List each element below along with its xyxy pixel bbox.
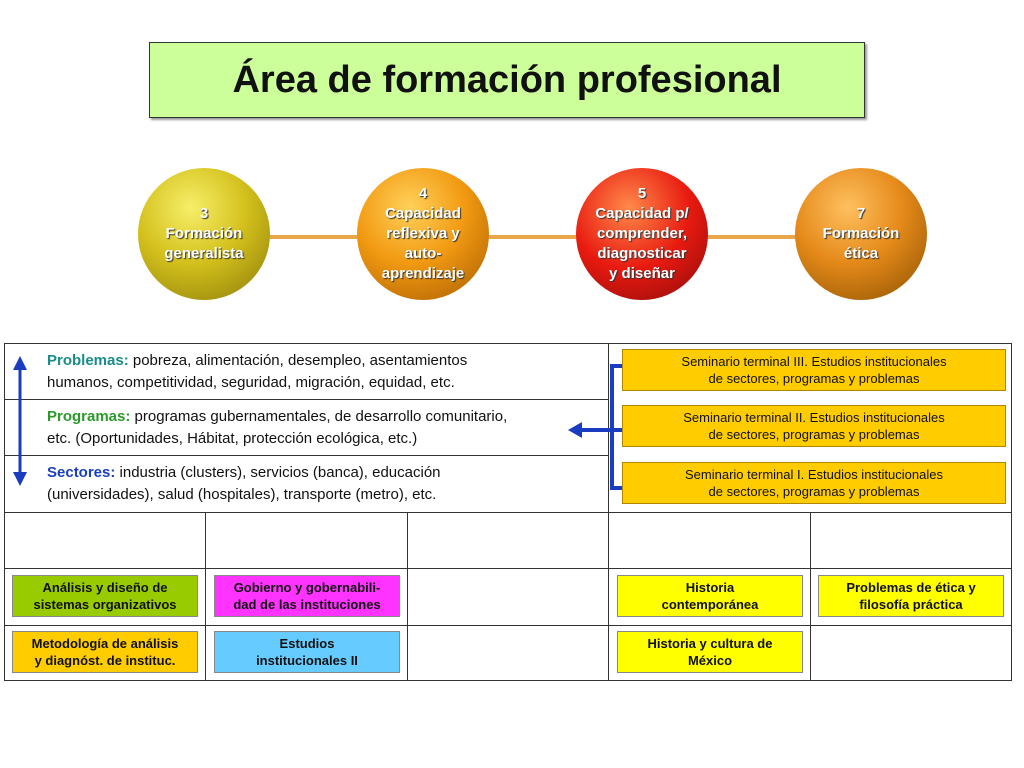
circle-line: comprender, <box>596 225 687 242</box>
seminar-line2: de sectores, programas y problemas <box>708 371 920 386</box>
row-text-line2: humanos, competitividad, seguridad, migr… <box>47 374 455 391</box>
row-text-line1: pobreza, alimentación, desempleo, asenta… <box>128 352 468 369</box>
seminar-terminal-ii: Seminario terminal II. Estudios instituc… <box>622 405 1006 447</box>
row-text-line1: programas gubernamentales, de desarrollo… <box>130 408 508 425</box>
seminar-line1: Seminario terminal II. Estudios instituc… <box>683 410 945 425</box>
course-analisis-diseno: Análisis y diseño de sistemas organizati… <box>12 575 198 617</box>
row-programas: Programas: programas gubernamentales, de… <box>47 406 587 450</box>
row-text-line1: industria (clusters), servicios (banca),… <box>115 464 441 481</box>
course-estudios-institucionales-ii: Estudios institucionales II <box>214 631 400 673</box>
double-arrow-icon <box>13 356 27 486</box>
circle-line: aprendizaje <box>381 265 465 282</box>
row-problemas: Problemas: pobreza, alimentación, desemp… <box>47 350 587 394</box>
circle-line: reflexiva y <box>386 225 460 242</box>
row-label: Problemas: <box>47 352 129 369</box>
circle-line: Capacidad p/ <box>595 205 689 222</box>
course-historia-cultura-mexico: Historia y cultura de México <box>617 631 803 673</box>
course-problemas-etica: Problemas de ética y filosofía práctica <box>818 575 1004 617</box>
row-sectores: Sectores: industria (clusters), servicio… <box>47 462 587 506</box>
seminar-line2: de sectores, programas y problemas <box>708 484 920 499</box>
row-text-line2: etc. (Oportunidades, Hábitat, protección… <box>47 430 418 447</box>
grid-hline <box>4 399 608 400</box>
seminar-line1: Seminario terminal III. Estudios institu… <box>681 354 947 369</box>
seminar-line1: Seminario terminal I. Estudios instituci… <box>685 467 943 482</box>
circle-formacion-generalista: 3 Formación generalista <box>138 168 270 300</box>
course-line1: Historia <box>685 580 735 595</box>
course-line2: filosofía práctica <box>859 597 963 612</box>
circle-capacidad-reflexiva: 4 Capacidad reflexiva y auto- aprendizaj… <box>357 168 489 300</box>
circle-line: y diseñar <box>609 265 675 282</box>
circle-line: 5 <box>637 185 647 202</box>
bracket-arrow-icon <box>568 364 622 490</box>
course-line2: contemporánea <box>661 597 759 612</box>
grid-vline <box>810 512 811 681</box>
course-line2: sistemas organizativos <box>33 597 177 612</box>
course-line1: Metodología de análisis <box>31 636 179 651</box>
grid-vline <box>608 343 609 681</box>
circle-line: Formación <box>822 225 900 242</box>
course-metodologia-analisis: Metodología de análisis y diagnóst. de i… <box>12 631 198 673</box>
course-historia-contemporanea: Historia contemporánea <box>617 575 803 617</box>
circle-line: Capacidad <box>385 205 461 222</box>
course-line1: Estudios <box>279 636 335 651</box>
circle-line: generalista <box>164 245 244 262</box>
course-line1: Análisis y diseño de <box>42 580 168 595</box>
seminar-terminal-i: Seminario terminal I. Estudios instituci… <box>622 462 1006 504</box>
grid-hline <box>4 512 1012 513</box>
course-line2: México <box>687 653 733 668</box>
circle-line: 7 <box>856 205 866 222</box>
circle-capacidad-comprender: 5 Capacidad p/ comprender, diagnosticar … <box>576 168 708 300</box>
course-line1: Historia y cultura de <box>647 636 773 651</box>
circle-formacion-etica: 7 Formación ética <box>795 168 927 300</box>
grid-hline <box>4 568 1012 569</box>
grid-hline <box>4 455 608 456</box>
circle-line: ética <box>843 245 879 262</box>
circle-line: diagnosticar <box>597 245 687 262</box>
page-title: Área de formación profesional <box>232 58 782 101</box>
course-line2: y diagnóst. de instituc. <box>34 653 176 668</box>
row-label: Programas: <box>47 408 131 425</box>
course-line2: dad de las instituciones <box>233 597 381 612</box>
row-label: Sectores: <box>47 464 116 481</box>
course-gobierno-gobernabilidad: Gobierno y gobernabili- dad de las insti… <box>214 575 400 617</box>
grid-vline <box>407 512 408 681</box>
circle-line: auto- <box>404 245 442 262</box>
grid-hline <box>4 625 1012 626</box>
course-line2: institucionales II <box>256 653 358 668</box>
row-text-line2: (universidades), salud (hospitales), tra… <box>47 486 437 503</box>
seminar-terminal-iii: Seminario terminal III. Estudios institu… <box>622 349 1006 391</box>
title-box: Área de formación profesional <box>149 42 865 118</box>
circle-line: 4 <box>418 185 428 202</box>
circle-line: 3 <box>199 205 209 222</box>
circle-line: Formación <box>165 225 243 242</box>
course-line1: Gobierno y gobernabili- <box>233 580 381 595</box>
course-line1: Problemas de ética y <box>846 580 976 595</box>
seminar-line2: de sectores, programas y problemas <box>708 427 920 442</box>
grid-vline <box>205 512 206 681</box>
circle-connector-line <box>205 235 860 239</box>
